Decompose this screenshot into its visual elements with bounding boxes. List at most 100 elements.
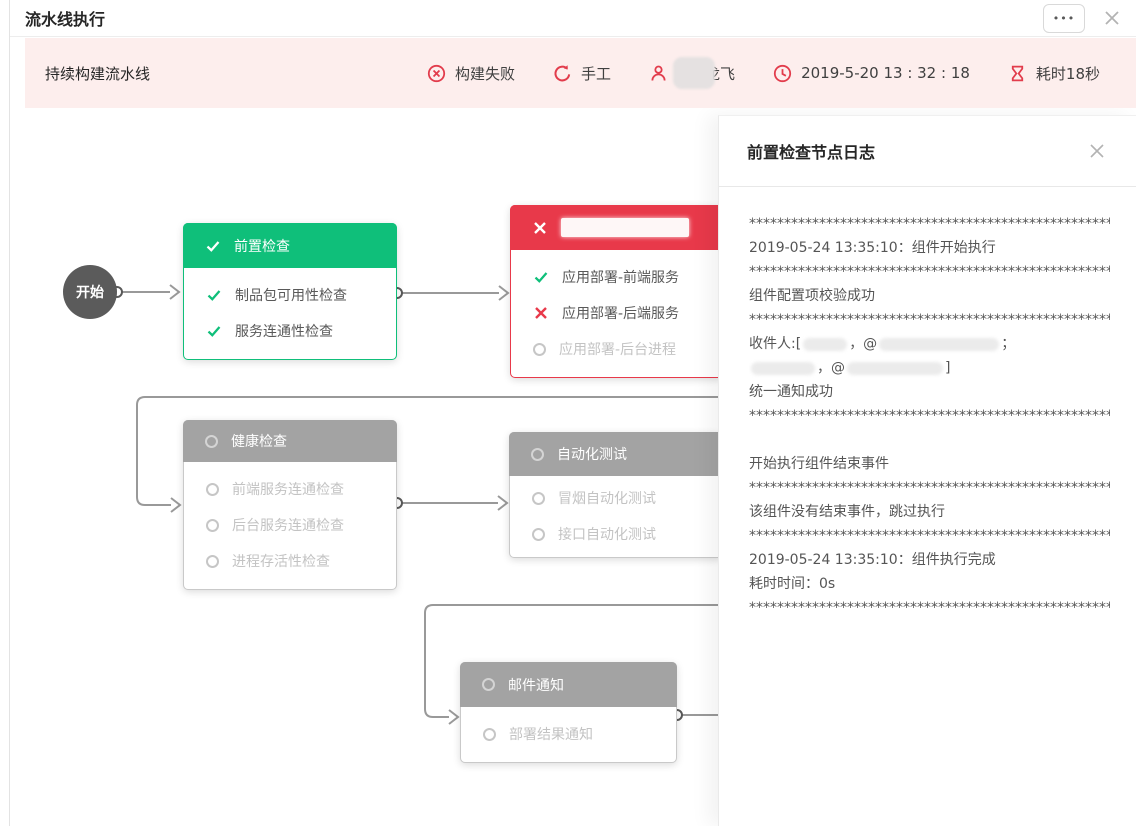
arrowhead [170,497,182,513]
build-status-bar: 持续构建流水线 构建失败 手工 龙飞 [25,38,1136,108]
build-result: 构建失败 [427,63,515,84]
check-icon [207,326,221,337]
pending-circle-icon [531,447,544,461]
log-line-recipients: ，@] [749,356,1110,380]
close-icon [1105,11,1119,25]
page-title: 流水线执行 [25,10,106,29]
clock-icon [773,64,792,82]
executor-name: 龙飞 [673,56,735,89]
titlebar: 流水线执行 ••• [10,0,1136,37]
node-auto-test[interactable]: 自动化测试 冒烟自动化测试 接口自动化测试 [509,432,723,558]
node-title: 自动化测试 [557,447,627,463]
node-header[interactable]: 健康检查 [183,420,397,462]
log-line: 2019-05-24 13:35:10：组件开始执行 [749,240,996,256]
step-row[interactable]: 接口自动化测试 [510,516,722,552]
log-panel: 前置检查节点日志 *******************************… [718,115,1136,826]
log-separator: ****************************************… [749,264,1110,280]
node-header[interactable]: 自动化测试 [509,432,723,476]
log-panel-header: 前置检查节点日志 [719,116,1136,187]
node-header[interactable] [510,205,724,250]
log-separator: ****************************************… [749,312,1110,328]
pending-circle-icon [205,434,218,448]
connector-autotest-mail [424,604,735,718]
step-row[interactable]: 应用部署-后端服务 [511,295,723,331]
check-icon [207,290,221,301]
trigger-mode: 手工 [553,63,611,84]
log-separator: ****************************************… [749,216,1110,232]
node-title: 邮件通知 [508,677,564,694]
step-row[interactable]: 应用部署-前端服务 [511,259,723,295]
cross-icon [535,307,547,319]
more-dots: ••• [1052,11,1076,25]
step-row[interactable]: 冒烟自动化测试 [510,480,722,516]
step-row[interactable]: 服务连通性检查 [184,313,396,349]
node-pre-check[interactable]: 前置检查 制品包可用性检查 服务连通性检查 [183,223,397,360]
node-title: 健康检查 [231,434,287,450]
arrowhead [169,284,181,300]
pending-circle-icon [482,678,495,691]
step-row[interactable]: 制品包可用性检查 [184,277,396,313]
node-mail-notify[interactable]: 邮件通知 部署结果通知 [460,662,677,763]
email-redaction [751,361,815,375]
log-blank-line [749,428,1110,452]
pending-circle-icon [533,342,546,356]
step-row[interactable]: 应用部署-后台进程 [511,331,723,367]
node-title-redaction [561,218,689,237]
node-header[interactable]: 前置检查 [183,223,397,268]
step-row[interactable]: 后台服务连通检查 [184,507,396,543]
node-header[interactable]: 邮件通知 [460,662,677,707]
log-line: 组件配置项校验成功 [749,288,875,304]
log-separator: ****************************************… [749,408,1110,424]
arrowhead [497,495,509,511]
duration: 耗时18秒 [1008,63,1100,84]
pending-circle-icon [483,727,496,741]
step-row[interactable]: 进程存活性检查 [184,543,396,579]
log-content[interactable]: ****************************************… [719,187,1136,640]
pending-circle-icon [206,518,219,532]
step-row[interactable]: 前端服务连通检查 [184,471,396,507]
node-title: 前置检查 [234,238,290,255]
cross-icon [534,221,546,234]
check-icon [206,240,220,252]
pending-circle-icon [532,491,545,505]
pending-circle-icon [206,554,219,568]
pending-circle-icon [206,482,219,496]
log-separator: ****************************************… [749,528,1110,544]
drawer-left-edge [9,0,10,826]
user-icon [651,65,666,81]
email-redaction [803,337,848,351]
log-separator: ****************************************… [749,480,1110,496]
start-node[interactable]: 开始 [63,265,117,319]
log-line: 耗时时间：0s [749,576,836,592]
connector-deploy-health [136,396,735,506]
more-button[interactable]: ••• [1043,3,1085,33]
close-icon [1090,144,1104,158]
hourglass-icon [1011,65,1024,81]
log-line-recipients: 收件人:[，@； [749,336,1016,352]
node-health-check[interactable]: 健康检查 前端服务连通检查 后台服务连通检查 进程存活性检查 [183,420,397,590]
close-button[interactable] [1102,8,1122,28]
email-redaction [879,337,1000,351]
build-meta: 构建失败 手工 龙飞 2019-5-20 13 : 32 : 18 [427,56,1100,89]
node-deploy[interactable]: 应用部署-前端服务 应用部署-后端服务 应用部署-后台进程 [510,205,724,378]
email-redaction [847,361,943,375]
log-line: 统一通知成功 [749,384,833,400]
log-panel-title: 前置检查节点日志 [747,143,876,162]
arrowhead [448,709,460,725]
pipeline-name: 持续构建流水线 [45,64,151,83]
log-line: 2019-05-24 13:35:10：组件执行完成 [749,552,996,568]
pending-circle-icon [532,527,545,541]
log-line: 该组件没有结束事件，跳过执行 [749,504,945,520]
refresh-icon [554,64,571,81]
log-line: 开始执行组件结束事件 [749,456,889,472]
step-row[interactable]: 部署结果通知 [461,716,676,752]
arrowhead [498,285,510,301]
check-icon [534,272,548,283]
log-close-button[interactable] [1086,140,1108,162]
name-redaction [673,56,716,89]
executor: 龙飞 [649,56,735,89]
fail-circle-icon [427,64,446,82]
execution-time: 2019-5-20 13 : 32 : 18 [773,64,970,83]
start-label: 开始 [76,285,104,301]
log-separator: ****************************************… [749,600,1110,616]
